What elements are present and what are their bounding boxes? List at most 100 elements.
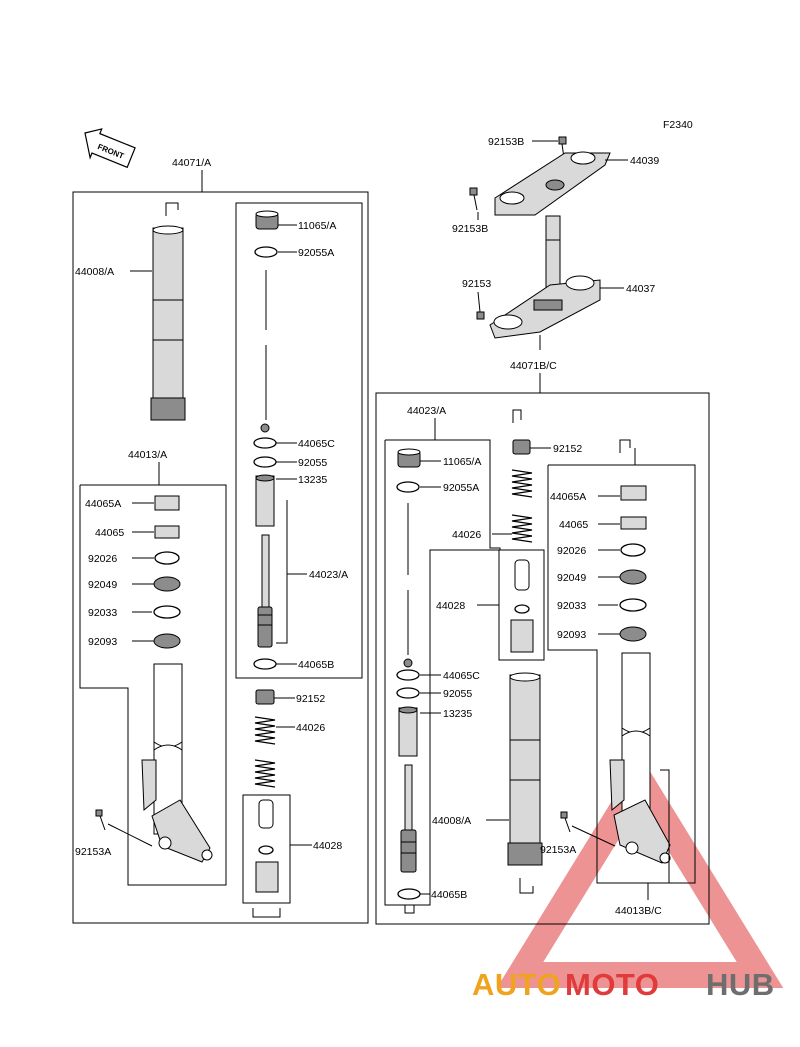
front-arrow-icon: FRONT [84, 128, 136, 169]
collar-13235-right [398, 706, 418, 757]
ring-44065b-left [253, 658, 277, 670]
steering-clamps: 92153B 44039 92153B 44037 [452, 136, 659, 339]
label-92152-left: 92152 [296, 693, 325, 705]
bush-44065a-left [154, 495, 180, 511]
label-44065b-left: 44065B [298, 659, 334, 671]
label-92093-left: 92093 [88, 636, 117, 648]
label-44028-right: 44028 [436, 600, 465, 612]
label-92153: 92153 [462, 278, 491, 290]
oring-92055-right [396, 687, 420, 699]
svg-text:MOTO: MOTO [565, 967, 659, 1002]
label-44026-left: 44026 [296, 722, 325, 734]
seal-92093-left [153, 633, 181, 649]
left-fork-assembly: 44071/A 44008/A 11065/A 92055A 44065C [72, 157, 369, 924]
label-92055-right: 92055 [443, 688, 472, 700]
oring-92055a-left [254, 246, 278, 258]
box-44071bc [375, 392, 710, 925]
label-44065-left: 44065 [95, 527, 124, 539]
ring-44065b-right [397, 888, 421, 900]
box-44013a [79, 484, 227, 886]
outer-tube-44008a-right [507, 672, 543, 866]
ring-44065c-left [253, 437, 277, 449]
label-44023a-left: 44023/A [309, 569, 348, 581]
label-92152-right: 92152 [553, 443, 582, 455]
figure-code: F2340 [663, 119, 693, 131]
collar-13235-left [255, 474, 275, 527]
cartridge-44023a-left [257, 534, 273, 648]
spring-44026-left [254, 716, 276, 788]
bolt-92153 [476, 311, 485, 320]
ring-44065c-right [396, 669, 420, 681]
label-11065a-left: 11065/A [298, 220, 336, 232]
stem-and-lower-clamp-44037 [489, 215, 601, 339]
watermark-logo [496, 755, 784, 988]
valve-44028-right [510, 559, 534, 653]
bush-44065-right [620, 516, 647, 530]
label-11065a-right: 11065/A [443, 456, 481, 468]
cartridge-44023a-right [400, 764, 417, 873]
clip-92033-right [619, 598, 647, 612]
bush-44065-left [154, 525, 180, 539]
bolt-92153a-left [95, 809, 106, 831]
nut-92152-right [512, 439, 531, 455]
label-44065b-right: 44065B [431, 889, 467, 901]
label-44013bc: 44013B/C [615, 905, 662, 917]
valve-44028-left [255, 799, 279, 893]
label-44013a: 44013/A [128, 449, 167, 461]
bush-44065a-right [620, 485, 647, 501]
inner-tube-right [609, 652, 671, 864]
label-92049-right: 92049 [557, 572, 586, 584]
oring-92055a-right [396, 481, 420, 493]
label-92055a-right: 92055A [443, 482, 479, 494]
label-92055a-left: 92055A [298, 247, 334, 259]
label-44065c-right: 44065C [443, 670, 480, 682]
label-44037: 44037 [626, 283, 655, 295]
seal-92093-right [619, 626, 647, 642]
bolt-92153a-right [560, 811, 571, 833]
label-44065a-right: 44065A [550, 491, 586, 503]
label-44065c-left: 44065C [298, 438, 335, 450]
cap-11065a-left [255, 210, 279, 230]
clip-92033-left [153, 605, 181, 619]
washer-92026-right [620, 543, 646, 557]
label-92033-right: 92033 [557, 600, 586, 612]
box-44023a-left [235, 202, 363, 679]
box-44028-left [242, 794, 291, 904]
label-92026-left: 92026 [88, 553, 117, 565]
upper-clamp-44039 [494, 151, 611, 216]
label-44071bc: 44071B/C [510, 360, 557, 372]
label-44026-right: 44026 [452, 529, 481, 541]
label-92153b-top: 92153B [488, 136, 524, 148]
seal-92049-left [153, 576, 181, 592]
right-fork-assembly: 44071B/C 44023/A 11065/A 92055A 44065C 9… [375, 335, 710, 925]
label-13235-left: 13235 [298, 474, 327, 486]
label-44065-right: 44065 [559, 519, 588, 531]
washer-92026-left [154, 551, 180, 565]
inner-tube-left [141, 663, 213, 863]
bolt-92153b-side [469, 187, 478, 211]
oring-92055-left [253, 456, 277, 468]
label-92033-left: 92033 [88, 607, 117, 619]
spring-44026-right [511, 469, 533, 543]
label-44071a: 44071/A [172, 157, 211, 169]
nut-92152-left [255, 689, 275, 705]
cap-11065a-right [397, 448, 421, 468]
label-92049-left: 92049 [88, 579, 117, 591]
box-44071a [72, 191, 369, 924]
seal-92049-right [619, 569, 647, 585]
label-44065a-left: 44065A [85, 498, 121, 510]
label-92055-left: 92055 [298, 457, 327, 469]
outer-tube-44008a-left [150, 225, 186, 421]
label-44039: 44039 [630, 155, 659, 167]
label-92153a-right: 92153A [540, 844, 576, 856]
label-44008a-right: 44008/A [432, 815, 471, 827]
label-13235-right: 13235 [443, 708, 472, 720]
label-92153b-side: 92153B [452, 223, 488, 235]
box-44013bc [547, 464, 696, 884]
label-44028-left: 44028 [313, 840, 342, 852]
watermark-brand: AUTO MOTO HUB [472, 967, 775, 1002]
label-92026-right: 92026 [557, 545, 586, 557]
label-92153a-left: 92153A [75, 846, 111, 858]
svg-text:HUB: HUB [706, 967, 775, 1002]
